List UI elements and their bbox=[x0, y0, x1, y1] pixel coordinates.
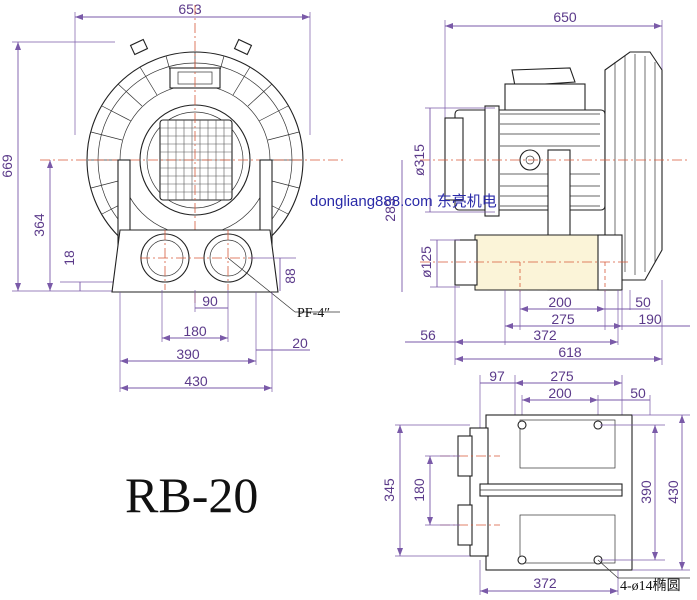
bdim-345: 345 bbox=[381, 478, 397, 502]
mount-hole-3 bbox=[517, 555, 527, 565]
bdim-275: 275 bbox=[550, 368, 574, 384]
dim-90: 90 bbox=[202, 293, 218, 309]
dim-18: 18 bbox=[61, 250, 77, 266]
model-title: RB-20 bbox=[125, 467, 258, 523]
dim-372: 372 bbox=[533, 327, 557, 343]
bdim-372: 372 bbox=[533, 575, 557, 591]
watermark: dongliang888.com 东亮机电 bbox=[310, 193, 497, 210]
bdim-180: 180 bbox=[411, 478, 427, 502]
dim-20: 20 bbox=[292, 335, 308, 351]
dim-56: 56 bbox=[420, 327, 436, 343]
dim-618: 618 bbox=[558, 344, 582, 360]
dim-430: 430 bbox=[184, 373, 208, 389]
dim-190: 190 bbox=[638, 311, 662, 327]
lifting-lug-left bbox=[129, 38, 149, 56]
dim-390: 390 bbox=[176, 346, 200, 362]
port-label: PF-4″ bbox=[297, 306, 330, 321]
motor-flange bbox=[484, 105, 500, 217]
bdim-430: 430 bbox=[665, 480, 681, 504]
dim-200: 200 bbox=[548, 294, 572, 310]
dim-315: ø315 bbox=[411, 144, 427, 176]
dim-50: 50 bbox=[635, 294, 651, 310]
motor-end-cap bbox=[444, 117, 464, 201]
bdim-200: 200 bbox=[548, 385, 572, 401]
dim-650: 650 bbox=[553, 9, 577, 25]
dim-125: ø125 bbox=[418, 246, 434, 278]
silencer-box bbox=[474, 234, 621, 291]
dim-653: 653 bbox=[178, 1, 202, 17]
port-flange bbox=[454, 239, 478, 286]
base bbox=[111, 229, 279, 293]
dim-283: 283 bbox=[382, 198, 398, 222]
dim-88: 88 bbox=[282, 268, 298, 284]
hole-label: 4-ø14椭圆 bbox=[620, 578, 681, 594]
lifting-lug-right bbox=[233, 38, 253, 56]
bottom-view: 97 275 200 50 bbox=[381, 368, 690, 595]
bdim-50: 50 bbox=[630, 385, 646, 401]
side-view: 650 bbox=[382, 9, 690, 365]
dim-364: 364 bbox=[31, 213, 47, 237]
terminal-box bbox=[511, 67, 576, 87]
dim-275: 275 bbox=[551, 311, 575, 327]
dim-180: 180 bbox=[183, 323, 207, 339]
bdim-390: 390 bbox=[638, 480, 654, 504]
front-view: 653 669 364 18 bbox=[0, 1, 345, 392]
mount-hole-1 bbox=[517, 420, 527, 430]
bdim-97: 97 bbox=[489, 368, 505, 384]
dim-669: 669 bbox=[0, 154, 15, 178]
